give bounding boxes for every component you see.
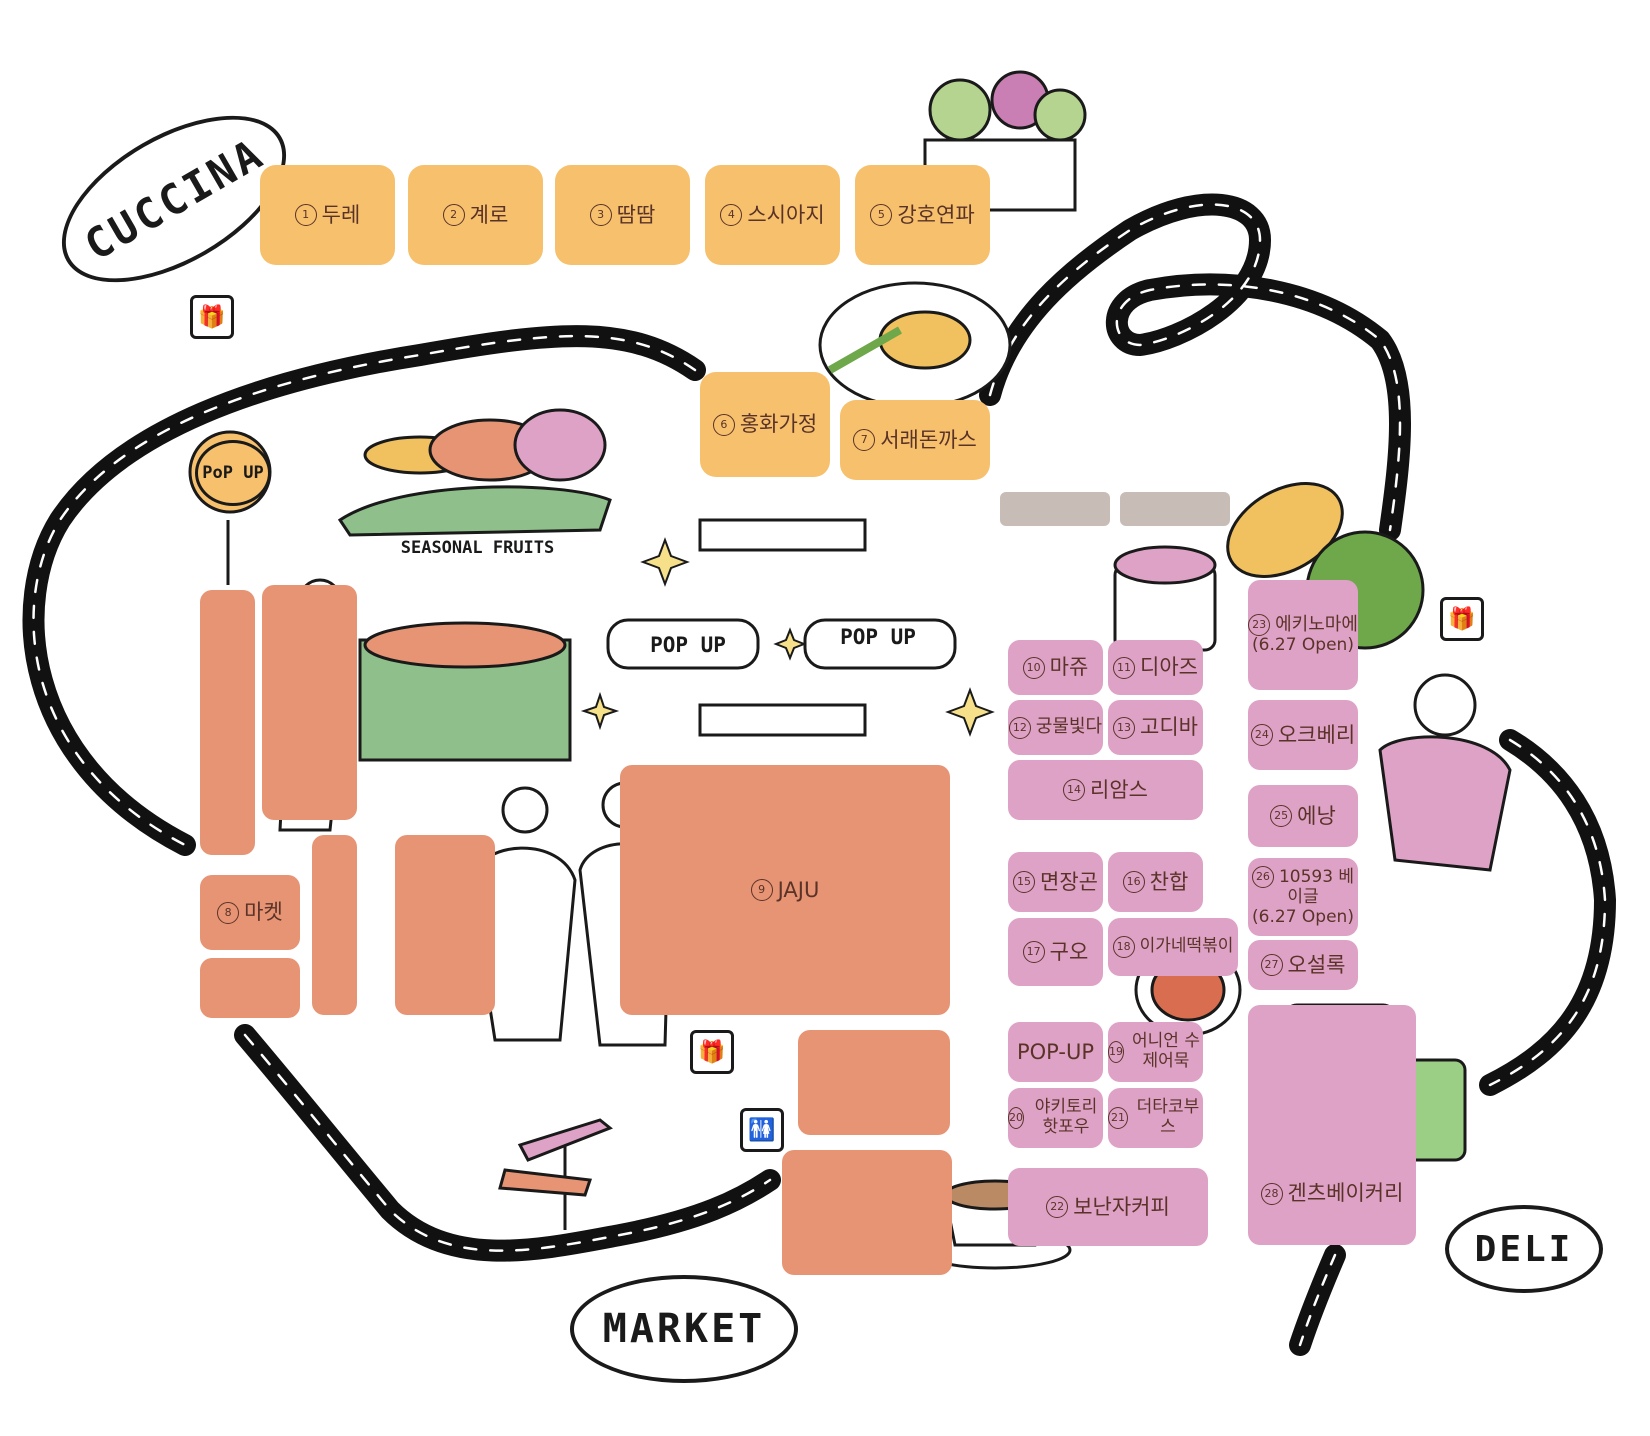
road-segment-right <box>1479 729 1616 1096</box>
popup-sign: PoP UP <box>195 440 271 506</box>
popup-banner-frames <box>606 518 957 737</box>
gift-box-icon[interactable]: 🎁 <box>1440 597 1484 641</box>
deli-grey-block-1 <box>1000 492 1110 526</box>
popup-banner-right: POP UP <box>840 625 916 649</box>
road-segment-top-loop <box>979 193 1411 541</box>
seasonal-fruits-sign: SEASONAL FRUITS <box>400 538 555 558</box>
market-block-center <box>395 835 495 1015</box>
restroom-icon[interactable]: 🚻 <box>740 1108 784 1152</box>
market-block-left-tall <box>200 590 255 855</box>
direction-arrows-icon <box>498 1118 613 1230</box>
deli-grey-block-2 <box>1120 492 1230 526</box>
road-segment-upper-left <box>22 325 706 856</box>
cake-illustration <box>1113 545 1217 652</box>
market-block-left-mid <box>262 585 357 820</box>
market-block-left-bottom <box>200 958 300 1018</box>
fruit-stand-illustration <box>337 408 612 762</box>
sparkle-icons <box>580 537 995 737</box>
market-block-bottom <box>782 1150 952 1275</box>
gift-box-icon[interactable]: 🎁 <box>690 1030 734 1074</box>
popup-banner-left: POP UP <box>650 633 726 657</box>
market-block-lower <box>798 1030 950 1135</box>
plate-illustration <box>818 281 1012 409</box>
gift-box-icon[interactable]: 🎁 <box>190 295 234 339</box>
market-block-strip <box>312 835 357 1015</box>
zone-label-market: MARKET <box>570 1275 798 1383</box>
zone-label-deli: DELI <box>1445 1205 1603 1293</box>
stall-popup[interactable]: POP-UP <box>1008 1022 1103 1082</box>
